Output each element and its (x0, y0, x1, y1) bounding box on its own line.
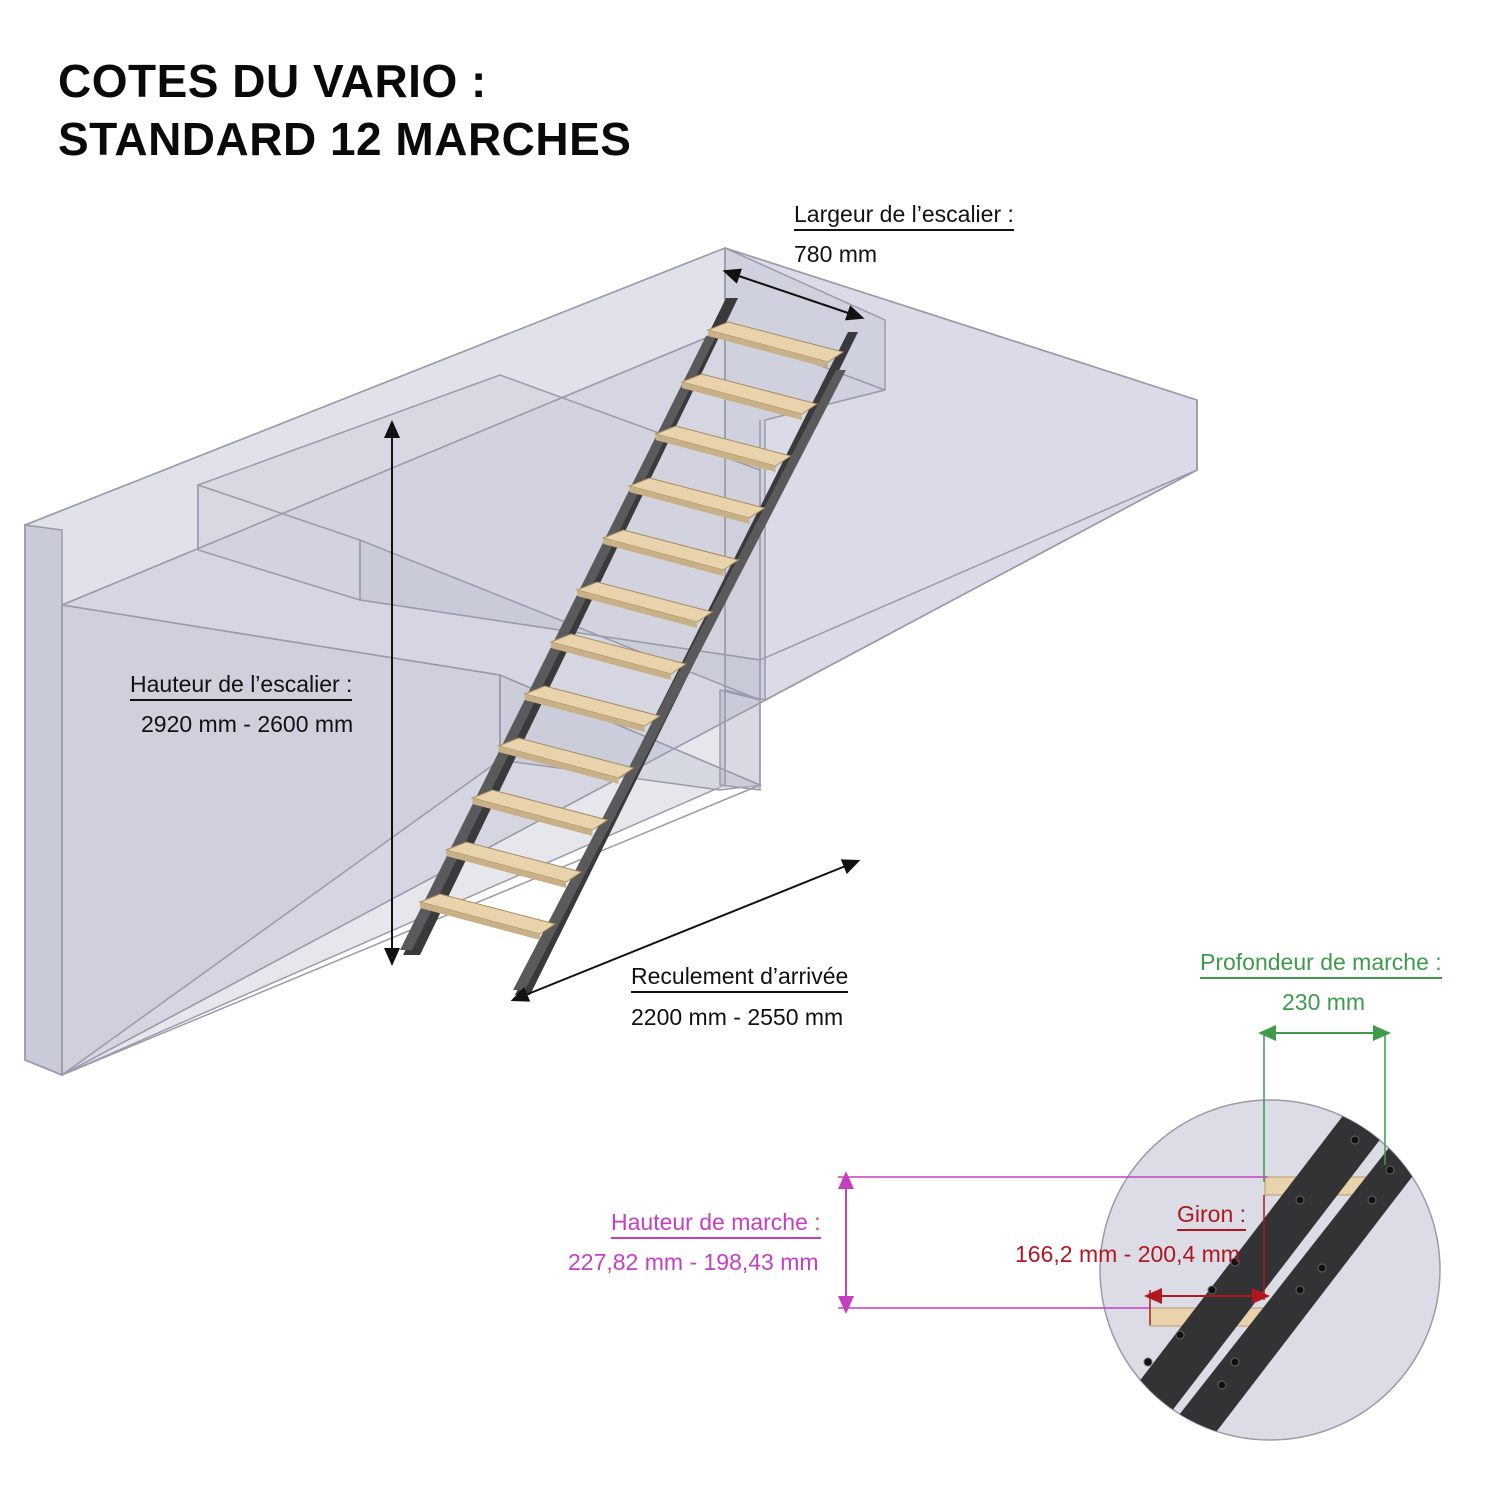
stair-tread (523, 685, 661, 727)
going-value: 166,2 mm - 200,4 mm (1015, 1241, 1240, 1267)
reculement-value: 2200 mm - 2550 mm (631, 1004, 844, 1030)
stair-tread-edge (603, 538, 724, 576)
height-value: 2920 mm - 2600 mm (141, 711, 354, 737)
reculement-label-text: Reculement d’arrivée (631, 963, 849, 993)
dimension-lines (384, 268, 865, 1002)
stair-tread-edge (629, 486, 750, 524)
stair-tread-edge (420, 902, 540, 940)
height-label: Hauteur de l’escalier : (130, 670, 353, 701)
width-label-text: Largeur de l’escalier : (794, 201, 1014, 231)
width-dimension-line (722, 268, 865, 321)
depth-value: 230 mm (1282, 989, 1366, 1015)
reculement-label: Reculement d’arrivée (631, 962, 849, 993)
page-title: COTES DU VARIO : STANDARD 12 MARCHES (58, 52, 631, 168)
title-line-2: STANDARD 12 MARCHES (58, 113, 632, 165)
stair-tread-edge (655, 434, 776, 472)
title-line-1: COTES DU VARIO : (58, 55, 487, 107)
stair-tread (496, 737, 635, 779)
stair-tread (418, 893, 557, 935)
stair-tread-edge (577, 590, 698, 628)
reculement-dimension-line (510, 859, 861, 1002)
stair-tread (575, 581, 714, 623)
width-value: 780 mm (794, 241, 878, 267)
height-label-text: Hauteur de l’escalier : (130, 671, 353, 701)
going-label: Giron : (1177, 1200, 1247, 1231)
depth-label-text: Profondeur de marche : (1200, 949, 1442, 979)
stair-tread-edge (550, 642, 671, 680)
stair-tread (470, 789, 609, 831)
stair-tread-edge (498, 746, 619, 784)
stair-tread (601, 529, 740, 571)
riser-label: Hauteur de marche : (611, 1208, 821, 1239)
stair-tread-edge (681, 382, 802, 420)
stair-tread-edge (472, 798, 593, 836)
step-detail-zoom (838, 1025, 1441, 1441)
stair-tread-edge (524, 694, 645, 732)
depth-label: Profondeur de marche : (1200, 948, 1442, 979)
stair-tread (549, 633, 688, 675)
riser-value: 227,82 mm - 198,43 mm (568, 1249, 819, 1275)
riser-label-text: Hauteur de marche : (611, 1209, 821, 1239)
going-label-text: Giron : (1177, 1201, 1247, 1231)
width-label: Largeur de l’escalier : (794, 200, 1014, 231)
stair-tread-edge (708, 330, 828, 368)
